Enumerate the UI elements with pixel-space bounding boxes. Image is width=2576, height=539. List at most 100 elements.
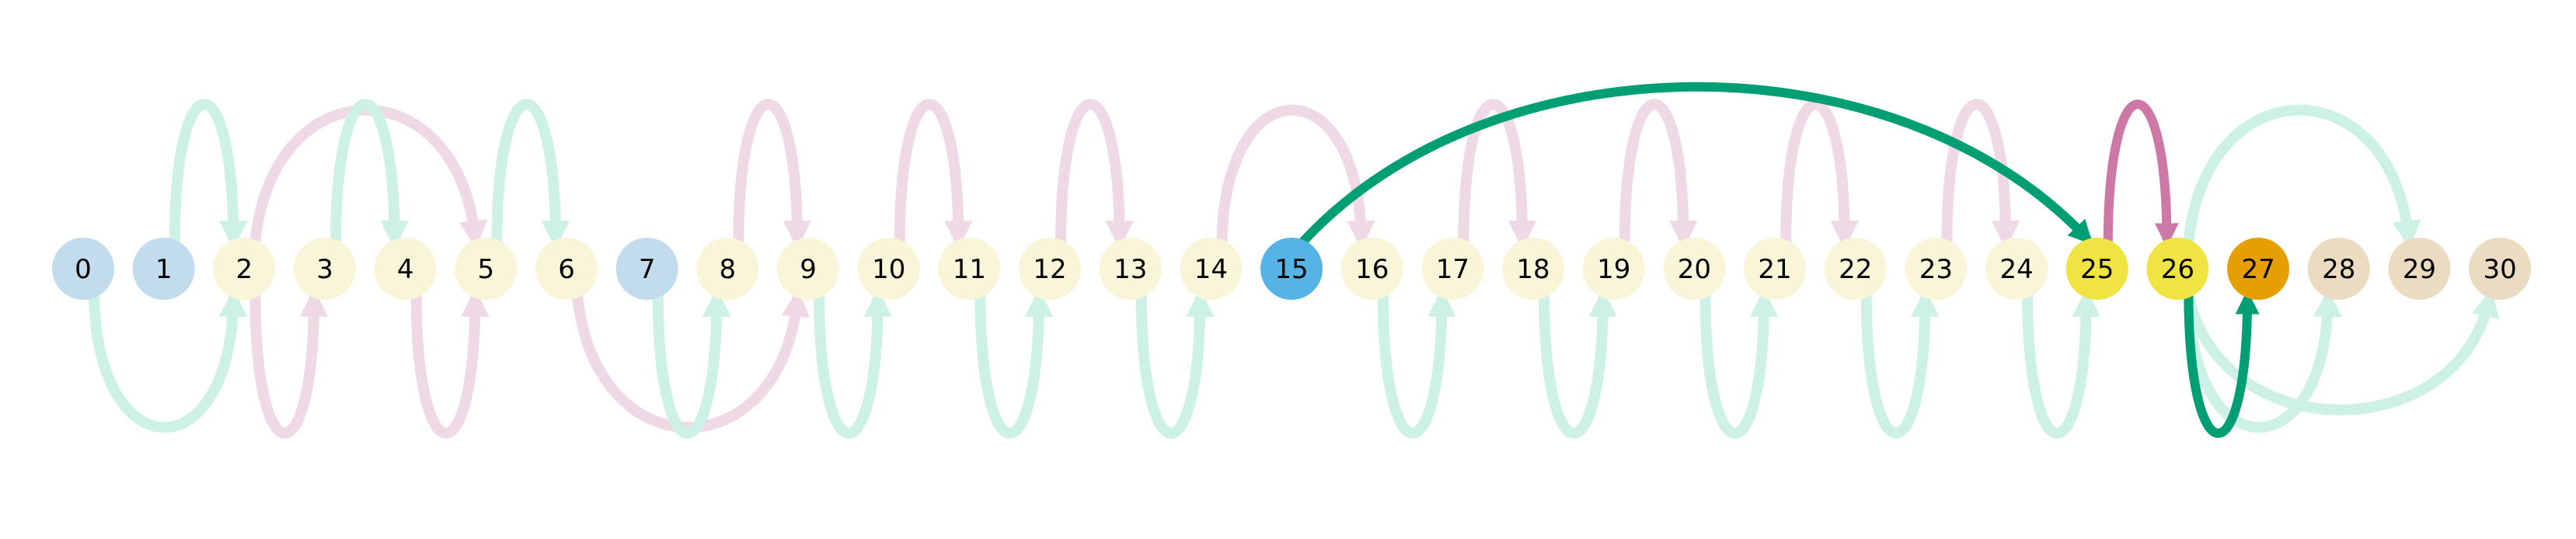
edge-7-to-8	[652, 288, 731, 439]
node-label: 21	[1758, 254, 1791, 285]
node-5: 5	[455, 238, 518, 300]
node-label: 16	[1355, 254, 1389, 285]
node-circle	[938, 238, 1001, 300]
node-circle	[52, 238, 114, 300]
node-9: 9	[777, 238, 840, 300]
node-17: 17	[1421, 238, 1484, 300]
node-27: 27	[2227, 238, 2290, 300]
edge-26-to-29	[2183, 104, 2421, 249]
node-label: 17	[1436, 254, 1469, 285]
edge-24-to-25	[2022, 288, 2100, 439]
node-label: 15	[1274, 254, 1308, 285]
node-label: 30	[2483, 254, 2516, 285]
node-label: 25	[2080, 254, 2114, 285]
edge-17-to-18	[1458, 99, 1537, 249]
node-label: 2	[236, 254, 253, 285]
edge-0-to-2	[89, 288, 248, 433]
edge-26-to-28	[2183, 288, 2342, 433]
edge-6-to-9	[572, 288, 810, 433]
node-circle	[615, 238, 678, 300]
node-6: 6	[535, 238, 598, 300]
node-circle	[2065, 238, 2128, 300]
edge-22-to-23	[1860, 288, 1940, 439]
edge-16-to-17	[1377, 288, 1456, 439]
edge-25-to-26	[2103, 99, 2179, 248]
node-circle	[2227, 238, 2290, 300]
node-22: 22	[1824, 238, 1887, 300]
node-circle	[1180, 238, 1243, 300]
node-26: 26	[2146, 238, 2209, 300]
edge-2-to-3	[249, 288, 329, 439]
edge-5-to-6	[491, 99, 570, 249]
node-8: 8	[696, 238, 759, 300]
edge-2-to-5	[249, 104, 488, 249]
node-3: 3	[294, 238, 357, 300]
node-label: 5	[478, 254, 495, 285]
node-14: 14	[1180, 238, 1243, 300]
edge-20-to-21	[1699, 288, 1779, 439]
node-circle	[455, 238, 518, 300]
edge-19-to-20	[1619, 99, 1698, 249]
node-18: 18	[1502, 238, 1565, 300]
node-11: 11	[938, 238, 1001, 300]
node-circle	[1099, 238, 1162, 300]
edge-11-to-12	[974, 288, 1054, 439]
edge-9-to-10	[814, 288, 892, 439]
node-circle	[1340, 238, 1403, 300]
node-23: 23	[1905, 238, 1968, 300]
node-circle	[777, 238, 840, 300]
edge-4-to-5	[410, 288, 490, 439]
node-label: 29	[2403, 254, 2436, 285]
node-label: 18	[1516, 254, 1549, 285]
node-circle	[132, 238, 195, 300]
edge-1-to-2	[169, 99, 248, 249]
node-12: 12	[1019, 238, 1082, 300]
node-label: 20	[1678, 254, 1711, 285]
node-label: 14	[1194, 254, 1228, 285]
node-4: 4	[374, 238, 437, 300]
node-label: 4	[397, 254, 414, 285]
edge-13-to-14	[1135, 288, 1215, 439]
node-2: 2	[213, 238, 276, 300]
node-circle	[294, 238, 357, 300]
edge-3-to-4	[330, 99, 409, 249]
node-13: 13	[1099, 238, 1162, 300]
node-0: 0	[52, 238, 114, 300]
node-label: 19	[1597, 254, 1630, 285]
node-label: 12	[1033, 254, 1066, 285]
edge-14-to-16	[1216, 104, 1375, 249]
node-label: 22	[1839, 254, 1872, 285]
node-19: 19	[1582, 238, 1645, 300]
edge-8-to-9	[733, 99, 812, 249]
faint-edges	[89, 99, 2500, 439]
node-24: 24	[1985, 238, 2048, 300]
node-label: 23	[1919, 254, 1953, 285]
edge-15-to-25	[1298, 82, 2093, 247]
node-circle	[535, 238, 598, 300]
node-label: 10	[872, 254, 905, 285]
node-label: 24	[1999, 254, 2033, 285]
node-16: 16	[1340, 238, 1403, 300]
node-label: 3	[316, 254, 333, 285]
node-circle	[1985, 238, 2048, 300]
node-28: 28	[2307, 238, 2370, 300]
node-circle	[1582, 238, 1645, 300]
node-label: 1	[155, 254, 173, 285]
node-circle	[1421, 238, 1484, 300]
node-circle	[1905, 238, 1968, 300]
node-label: 7	[639, 254, 656, 285]
node-circle	[2307, 238, 2370, 300]
node-label: 9	[800, 254, 817, 285]
node-circle	[1744, 238, 1807, 300]
edge-21-to-22	[1780, 99, 1859, 249]
edge-23-to-24	[1941, 99, 2020, 249]
node-label: 6	[558, 254, 575, 285]
node-label: 11	[953, 254, 986, 285]
node-circle	[374, 238, 437, 300]
node-10: 10	[857, 238, 920, 300]
node-21: 21	[1744, 238, 1807, 300]
node-circle	[2146, 238, 2209, 300]
edge-18-to-19	[1539, 288, 1617, 439]
